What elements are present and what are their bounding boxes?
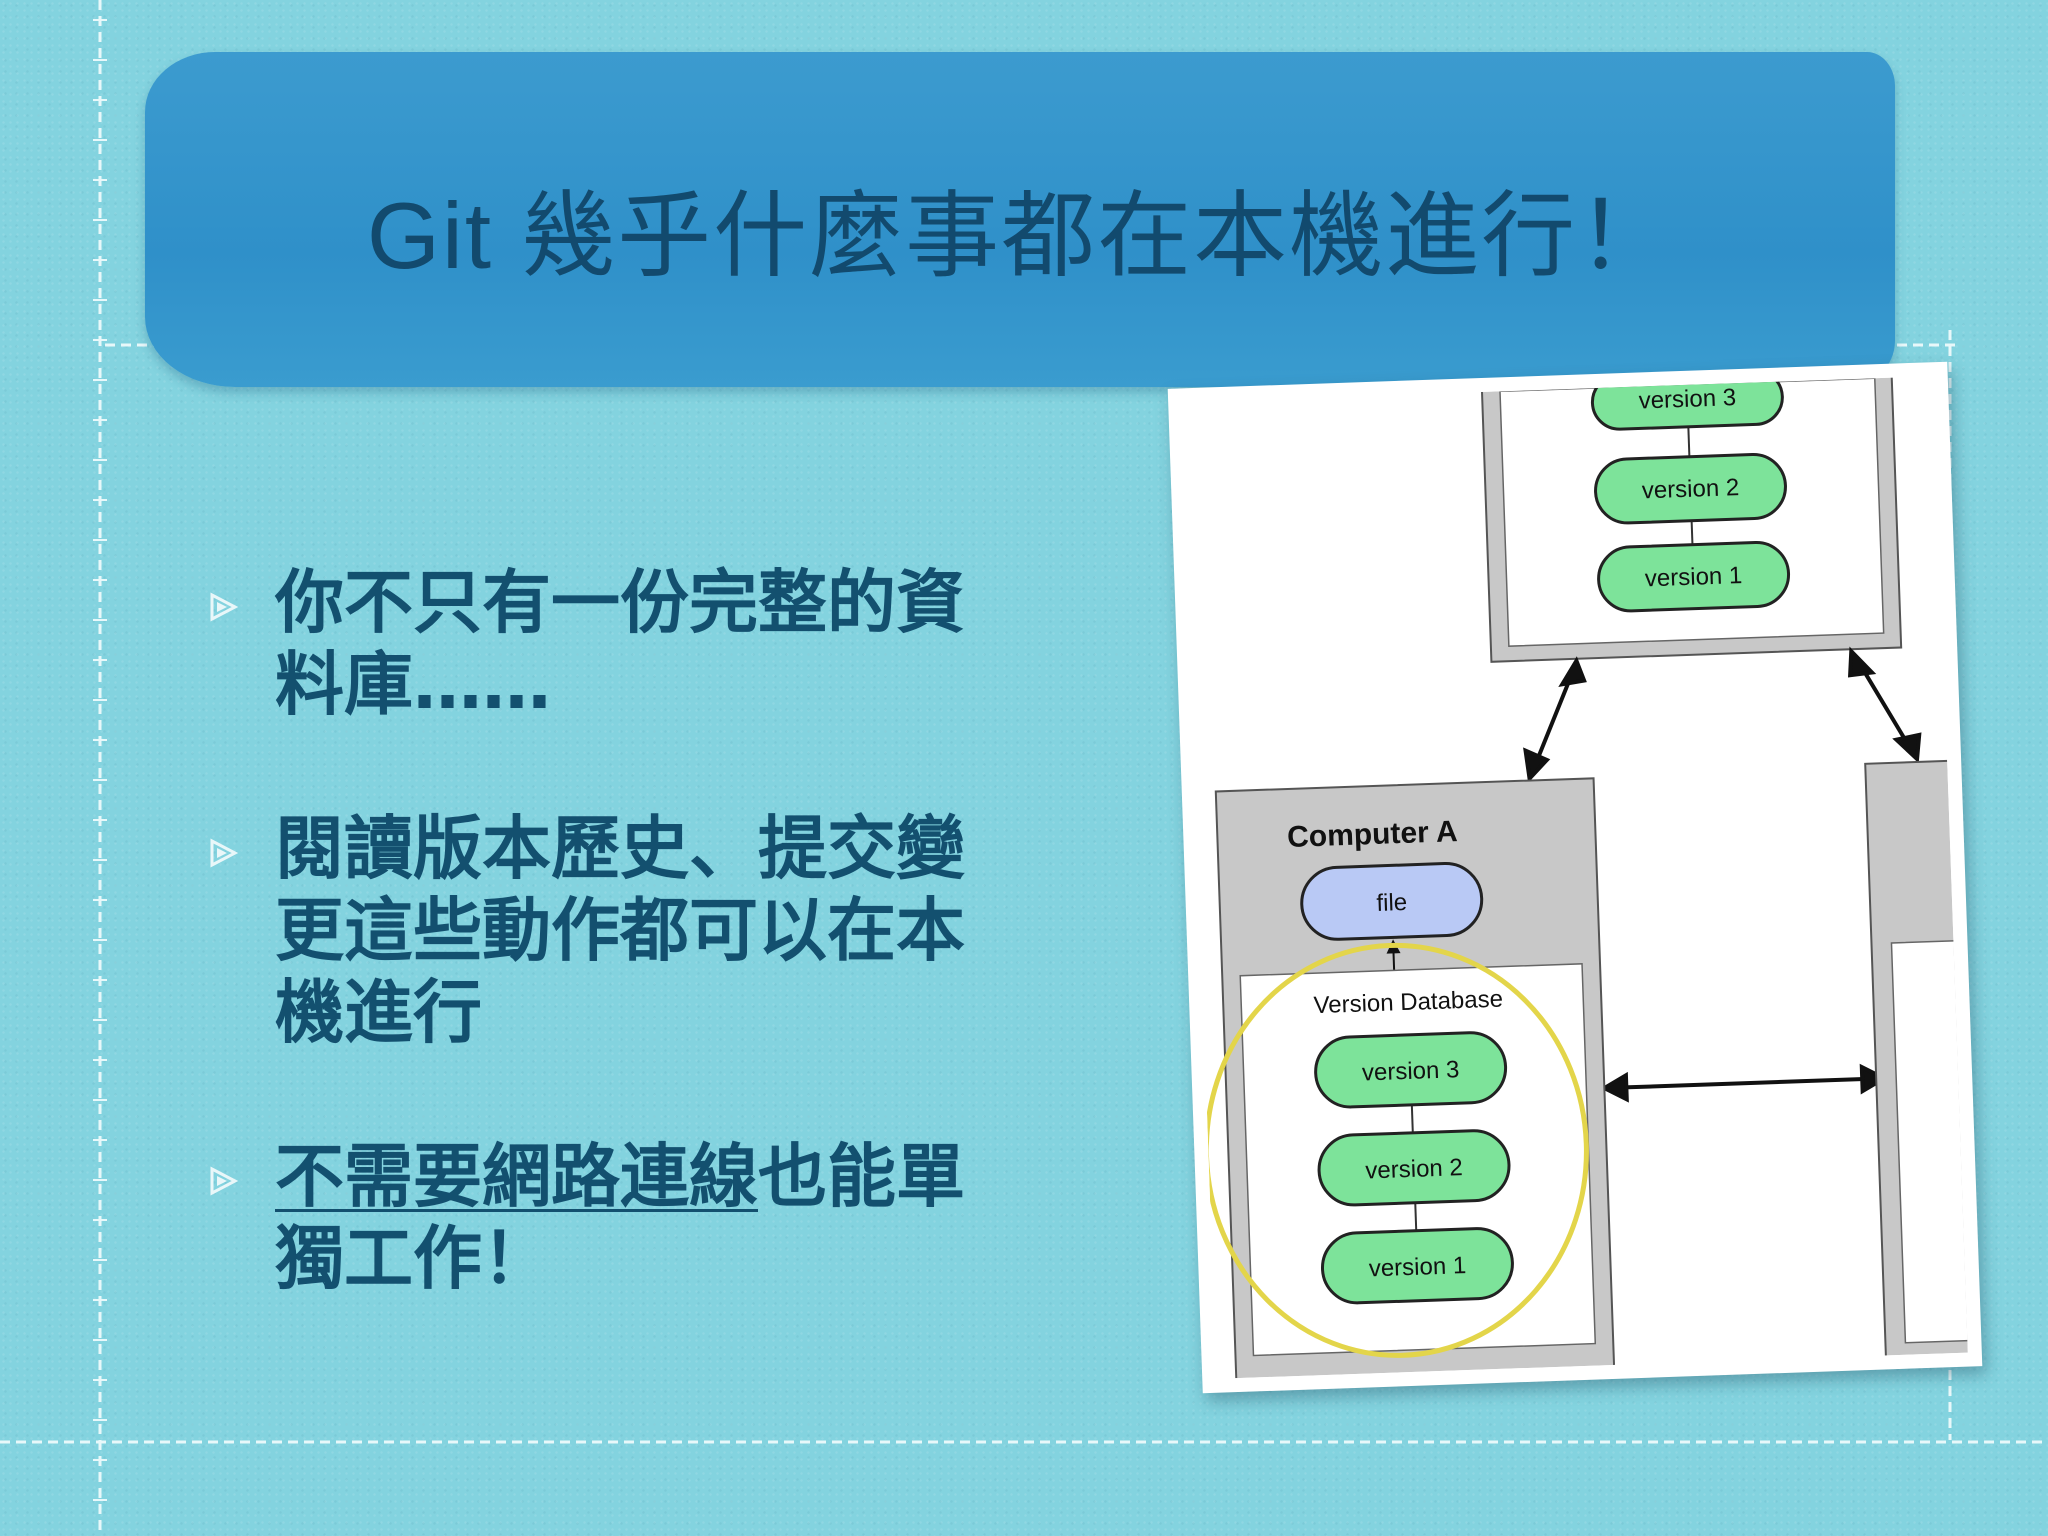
svg-text:version 2: version 2 — [1641, 474, 1739, 504]
svg-text:version 3: version 3 — [1362, 1056, 1460, 1086]
sync-arrow — [1847, 646, 1922, 764]
bullet-item: 不需要網路連線也能單獨工作！ — [205, 1136, 965, 1300]
svg-text:file: file — [1376, 889, 1408, 917]
bullet-item: 閱讀版本歷史、提交變更這些動作都可以在本機進行 — [205, 808, 965, 1054]
computer-a-label: Computer A — [1287, 815, 1459, 854]
svg-text:version 1: version 1 — [1368, 1252, 1466, 1282]
bullet-list: 你不只有一份完整的資料庫…… 閱讀版本歷史、提交變更這些動作都可以在本機進行 不… — [205, 562, 965, 1382]
svg-text:version 3: version 3 — [1638, 384, 1736, 414]
version-pill: version 2 — [1317, 1129, 1511, 1207]
version-pill: version 3 — [1314, 1031, 1508, 1109]
version-database-label: Version Database — [1313, 986, 1503, 1020]
server-version-pill: version 3 — [1590, 376, 1784, 431]
sync-arrow — [1600, 1063, 1889, 1103]
server-version-pill: version 1 — [1597, 540, 1791, 613]
diagram-photo-inner: version 3 version 2 version 1 — [1182, 376, 1968, 1379]
left-stitch-border — [93, 0, 107, 1536]
server-version-pill: version 2 — [1594, 453, 1787, 525]
title-banner — [145, 52, 1895, 387]
triangle-bullet-icon — [210, 1166, 238, 1196]
sync-arrow — [1523, 656, 1587, 783]
version-pill: version 1 — [1320, 1227, 1514, 1305]
bullet-text: 閱讀版本歷史、提交變更這些動作都可以在本機進行 — [275, 809, 965, 1053]
svg-text:version 2: version 2 — [1365, 1154, 1463, 1184]
triangle-bullet-icon — [210, 838, 238, 868]
slide-title: Git 幾乎什麼事都在本機進行！ — [366, 183, 1674, 288]
bullet-text: 不需要網路連線也能單獨工作！ — [275, 1136, 965, 1300]
bullet-item: 你不只有一份完整的資料庫…… — [205, 562, 965, 726]
file-pill: file — [1300, 862, 1484, 941]
git-distributed-diagram: version 3 version 2 version 1 — [1203, 376, 1968, 1379]
svg-text:version 1: version 1 — [1644, 562, 1742, 592]
underlined-phrase: 不需要網路連線 — [275, 1137, 758, 1217]
computer-b-database-box — [1890, 939, 1968, 1344]
diagram-photo: version 3 version 2 version 1 — [1167, 361, 1983, 1394]
bullet-text-rest: 也能單獨工作！ — [275, 1137, 965, 1299]
bottom-stitch-border — [0, 1440, 2048, 1444]
triangle-bullet-icon — [210, 592, 238, 622]
bullet-text: 你不只有一份完整的資料庫…… — [275, 563, 965, 725]
